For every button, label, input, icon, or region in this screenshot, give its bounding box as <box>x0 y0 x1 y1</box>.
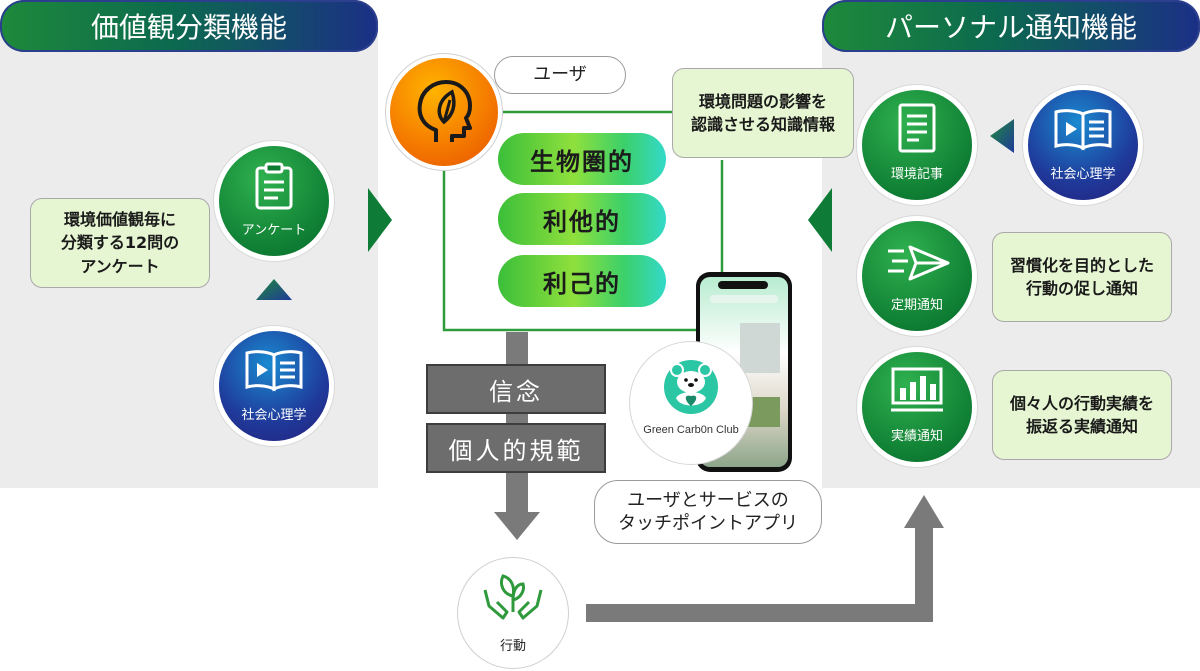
clipboard-icon <box>255 162 293 210</box>
paper-plane-icon <box>888 245 950 281</box>
survey-label: アンケート <box>241 223 307 238</box>
hands-sprout-icon <box>483 574 543 620</box>
value-pill-biospheric: 生物圏的 <box>498 133 666 185</box>
psychology-label-left: 社会心理学 <box>241 408 307 423</box>
article-label: 環境記事 <box>890 167 943 182</box>
value-pill-egoistic: 利己的 <box>498 255 666 307</box>
result-notice-bubble: 個々人の行動実績を 振返る実績通知 <box>992 370 1172 460</box>
app-caption: ユーザとサービスの タッチポイントアプリ <box>594 480 822 544</box>
left-panel-title: 価値観分類機能 <box>0 0 378 52</box>
user-label: ユーザ <box>494 56 626 94</box>
survey-circle: アンケート <box>219 146 329 256</box>
gray-up-arrowhead <box>904 495 944 528</box>
head-leaf-icon <box>417 80 472 142</box>
action-circle: 行動 <box>458 558 568 668</box>
document-icon <box>898 103 936 153</box>
gray-return-line <box>586 525 933 622</box>
norm-box: 個人的規範 <box>426 423 606 473</box>
left-to-center-arrow <box>368 188 392 252</box>
regular-notice-bubble: 習慣化を目的とした 行動の促し通知 <box>992 232 1172 322</box>
value-pill-altruistic: 利他的 <box>498 193 666 245</box>
psychology-label-right: 社会心理学 <box>1050 167 1116 182</box>
regular-notice-circle: 定期通知 <box>862 221 972 331</box>
right-to-center-arrow <box>808 188 832 252</box>
knowledge-bubble: 環境問題の影響を 認識させる知識情報 <box>672 68 854 158</box>
regular-notice-label: 定期通知 <box>890 298 943 313</box>
result-notice-circle: 実績通知 <box>862 352 972 462</box>
result-notice-label: 実績通知 <box>890 429 943 444</box>
bar-chart-icon <box>891 367 943 412</box>
gray-down-arrowhead <box>494 512 540 540</box>
right-panel-title: パーソナル通知機能 <box>822 0 1200 52</box>
survey-bubble: 環境価値観毎に 分類する12問の アンケート <box>30 198 210 288</box>
action-label: 行動 <box>499 639 526 654</box>
up-triangle-icon <box>256 279 292 300</box>
book-icon <box>1054 109 1112 151</box>
user-frame-line <box>442 160 720 332</box>
app-logo-circle: Green Carb0n Club <box>630 342 752 464</box>
book-icon <box>245 350 303 392</box>
app-name: Green Carb0n Club <box>643 424 739 436</box>
user-circle <box>390 58 498 166</box>
left-triangle-icon <box>990 119 1014 153</box>
belief-box: 信念 <box>426 364 606 414</box>
psychology-circle-right: 社会心理学 <box>1028 90 1138 200</box>
article-circle: 環境記事 <box>862 90 972 200</box>
psychology-circle-left: 社会心理学 <box>219 331 329 441</box>
bear-logo-icon <box>664 360 718 414</box>
